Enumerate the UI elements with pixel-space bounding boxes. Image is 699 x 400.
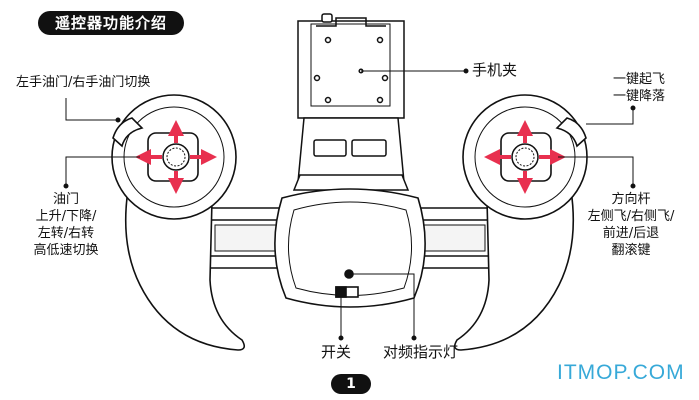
label-one-key-takeoff: 一键起飞: [612, 72, 665, 87]
watermark: ITMOP.COM: [557, 361, 685, 384]
label-throttle-line-2: 上升/下降/: [35, 209, 97, 224]
label-pair-indicator: 对频指示灯: [383, 343, 459, 361]
label-direction-line-1: 方向杆: [611, 192, 651, 207]
right-stick-arrows: [484, 120, 566, 194]
label-direction-line-4: 翻滚键: [611, 243, 651, 258]
phone-clamp: [292, 13, 410, 191]
left-stick[interactable]: [162, 143, 190, 171]
label-phone-clamp: 手机夹: [472, 61, 518, 79]
left-grip: [111, 94, 246, 351]
label-direction-line-2: 左侧飞/右侧飞/: [587, 209, 675, 224]
center-body: [274, 188, 426, 308]
label-throttle-line-3: 左转/右转: [37, 226, 95, 241]
label-direction-line-3: 前进/后退: [602, 226, 660, 241]
right-stick[interactable]: [511, 143, 539, 171]
label-power-switch: 开关: [321, 343, 352, 361]
label-throttle-switch: 左手油门/右手油门切换: [16, 75, 151, 90]
left-stick-arrows: [135, 120, 217, 194]
label-throttle-line-4: 高低速切换: [33, 243, 99, 258]
page-number: 1: [331, 374, 371, 394]
label-throttle-line-1: 油门: [52, 192, 79, 207]
page-title: 遥控器功能介绍: [38, 11, 184, 35]
label-one-key-landing: 一键降落: [612, 89, 665, 104]
leader-lines: [63, 68, 636, 341]
